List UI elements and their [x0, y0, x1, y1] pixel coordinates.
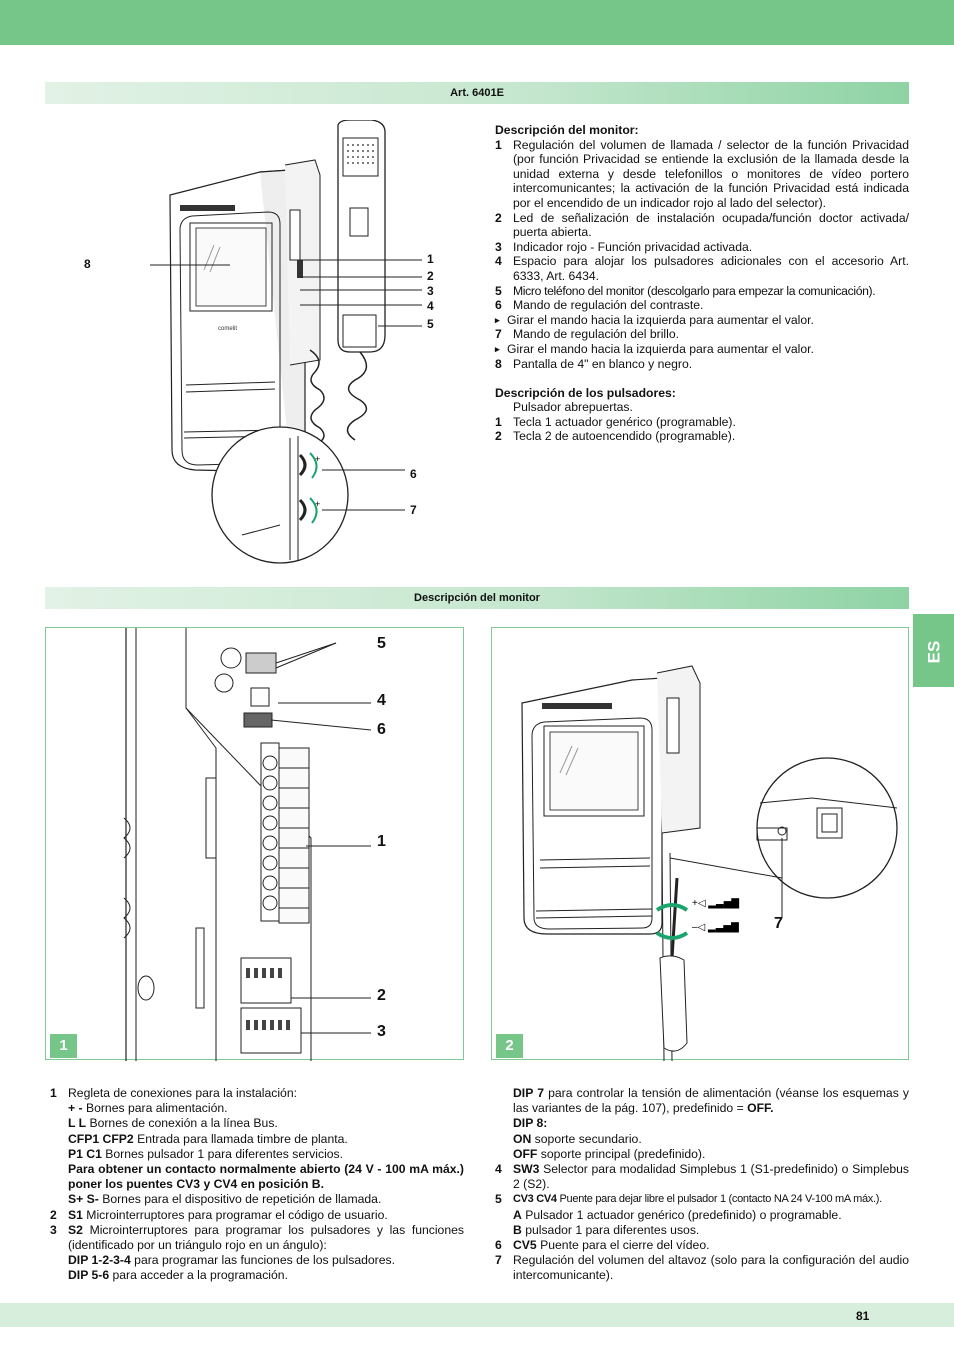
- page-number: 81: [856, 1309, 870, 1323]
- svg-text:–◁ ▂▃▅▇: –◁ ▂▃▅▇: [692, 922, 739, 933]
- callout-3: 3: [427, 284, 434, 298]
- list-subitem: S+ S- Bornes para el dispositivo de repe…: [68, 1192, 382, 1207]
- figure-number-2: 2: [496, 1034, 523, 1058]
- list-subitem: ON soporte secundario.: [513, 1131, 642, 1146]
- fig1-callout-3: 3: [377, 1023, 386, 1040]
- list-subitem: DIP 8:: [513, 1116, 548, 1131]
- callout-2: 2: [427, 269, 434, 283]
- callout-7: 7: [410, 503, 417, 517]
- callout-4: 4: [427, 299, 434, 313]
- monitor-handset-illustration: comelit + +: [150, 120, 422, 564]
- callout-5: 5: [427, 317, 434, 331]
- list-subitem: CFP1 CFP2 Entrada para llamada timbre de…: [68, 1131, 348, 1146]
- section-header-art: Art. 6401E: [45, 82, 909, 104]
- figure-number-1: 1: [50, 1034, 77, 1058]
- fig2-callout-7: 7: [774, 915, 783, 932]
- list-subitem: + - Bornes para alimentación.: [68, 1101, 228, 1116]
- svg-text:+◁ ▂▃▅▇: +◁ ▂▃▅▇: [692, 898, 739, 909]
- list-subitem: P1 C1 Bornes pulsador 1 para diferentes …: [68, 1146, 344, 1161]
- monitor-volume-illustration: +◁ ▂▃▅▇ –◁ ▂▃▅▇: [521, 665, 898, 1061]
- terminal-board-illustration: [123, 628, 372, 1061]
- top-color-bar: [0, 0, 954, 45]
- callout-1: 1: [427, 252, 434, 266]
- fig1-callout-5: 5: [377, 635, 386, 652]
- bottom-right-text: DIP 7 para controlar la tensión de alime…: [495, 1086, 909, 1284]
- list-item: ▸Girar el mando hacia la izquierda para …: [495, 312, 814, 327]
- list-subitem: DIP 7 para controlar la tensión de alime…: [513, 1086, 909, 1116]
- callout-8: 8: [84, 257, 91, 271]
- fig1-callout-1: 1: [377, 833, 386, 850]
- list-subitem: DIP 1-2-3-4 para programar las funciones…: [68, 1253, 395, 1268]
- buttons-description-title: Descripción de los pulsadores:: [495, 385, 676, 400]
- language-tab: ES: [913, 614, 954, 687]
- fig1-callout-6: 6: [377, 721, 386, 738]
- buttons-intro: Pulsador abrepuertas.: [513, 400, 633, 415]
- svg-text:+: +: [315, 454, 320, 464]
- monitor-description-title: Descripción del monitor:: [495, 123, 639, 137]
- bold-note: Para obtener un contacto normalmente abi…: [68, 1162, 464, 1192]
- fig1-callout-4: 4: [377, 692, 386, 709]
- bottom-color-bar: [0, 1303, 954, 1327]
- figure-1-panel: 5 4 6 1 2 3 1: [45, 627, 464, 1061]
- figure-2-panel: +◁ ▂▃▅▇ –◁ ▂▃▅▇ 7 2: [491, 627, 909, 1061]
- section-header-monitor: Descripción del monitor: [45, 587, 909, 609]
- svg-text:+: +: [315, 499, 320, 509]
- brand-logo: comelit: [218, 326, 237, 332]
- list-subitem: B pulsador 1 para diferentes usos.: [513, 1222, 700, 1237]
- fig1-callout-2: 2: [377, 987, 386, 1004]
- list-subitem: L L Bornes de conexión a la línea Bus.: [68, 1116, 278, 1131]
- list-subitem: A Pulsador 1 actuador genérico (predefin…: [513, 1207, 842, 1222]
- list-item: ▸Girar el mando hacia la izquierda para …: [495, 341, 814, 356]
- list-subitem: OFF soporte principal (predefinido).: [513, 1146, 706, 1161]
- callout-6: 6: [410, 467, 417, 481]
- list-subitem: DIP 5-6 para acceder a la programación.: [68, 1268, 288, 1283]
